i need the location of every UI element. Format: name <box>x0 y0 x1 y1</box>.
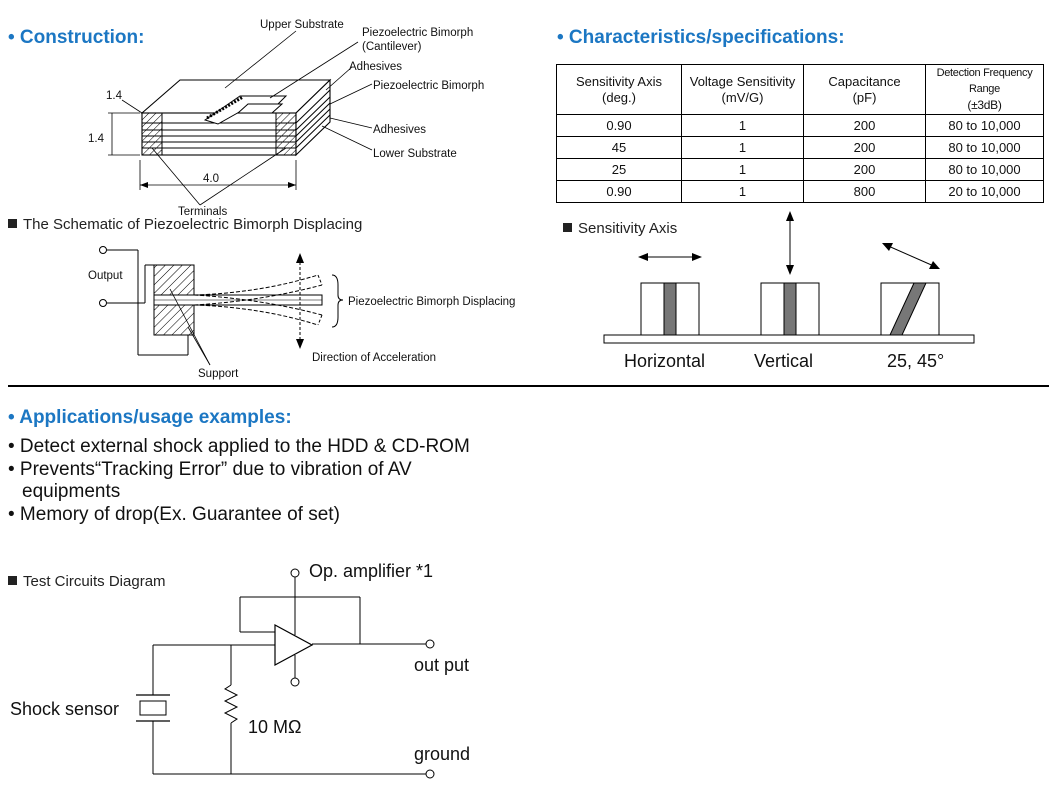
schematic-output-label: Output <box>88 270 123 282</box>
table-row: 45 1 200 80 to 10,000 <box>556 136 1044 159</box>
support-bottom <box>153 304 195 336</box>
displacing-label: Piezoelectric Bimorph Displacing <box>348 296 515 308</box>
arrow-right-icon <box>692 253 702 261</box>
terminal-right <box>275 112 297 156</box>
resistor-label: 10 MΩ <box>248 717 301 737</box>
label-upper-substrate: Upper Substrate <box>260 19 344 31</box>
applications-title: • Applications/usage examples: <box>8 407 292 428</box>
table-row: 0.90 1 200 80 to 10,000 <box>556 114 1044 137</box>
list-item: • Memory of drop(Ex. Guarantee of set) <box>8 503 340 525</box>
label-adhesives-top: Adhesives <box>349 61 402 73</box>
sensor-label: Shock sensor <box>10 699 119 719</box>
support-label: Support <box>198 368 239 380</box>
label-piezo-cantilever: Piezoelectric Bimorph <box>362 27 473 39</box>
base-plate <box>603 334 975 344</box>
specifications-table: Sensitivity Axis(deg.) Voltage Sensitivi… <box>556 64 1044 203</box>
applications-list: • Detect external shock applied to the H… <box>8 436 478 526</box>
direction-label: Direction of Acceleration <box>312 352 436 364</box>
label-terminals: Terminals <box>178 206 227 218</box>
schematic-title: The Schematic of Piezoelectric Bimorph D… <box>8 216 362 233</box>
dim-width-label: 1.4 <box>106 90 123 102</box>
arrow-diagonal-up-icon <box>882 243 893 251</box>
table-row: 0.90 1 800 20 to 10,000 <box>556 180 1044 203</box>
label-horizontal: Horizontal <box>624 351 705 371</box>
ground-terminal <box>425 769 435 779</box>
header-voltage-sensitivity: Voltage Sensitivity(mV/G) <box>681 64 804 115</box>
arrow-down-icon <box>786 265 794 275</box>
support-top <box>153 264 195 296</box>
op-amp-symbol <box>274 623 314 667</box>
schematic-diagram: Output Piezoelectric Bimorph Displacing … <box>88 246 515 380</box>
amp-ground-terminal <box>290 677 300 687</box>
characteristics-title: • Characteristics/specifications: <box>557 27 845 48</box>
table-row: 25 1 200 80 to 10,000 <box>556 158 1044 181</box>
label-vertical: Vertical <box>754 351 813 371</box>
terminal-left <box>141 112 163 156</box>
dim-length-label: 4.0 <box>203 173 219 185</box>
construction-diagram: 1.4 1.4 4.0 Upper Substrate Piezoelectri… <box>88 19 484 218</box>
amplifier-label: Op. amplifier *1 <box>309 561 433 581</box>
list-item: • Detect external shock applied to the H… <box>8 436 470 457</box>
arrow-diagonal-down-icon <box>929 261 940 269</box>
header-frequency-range: Detection Frequency Range(±3dB) <box>925 64 1044 115</box>
arrow-left-icon <box>638 253 648 261</box>
test-circuit-title: Test Circuits Diagram <box>8 573 166 590</box>
label-adhesives-bottom: Adhesives <box>373 124 426 136</box>
output-label: out put <box>414 655 469 675</box>
construction-title: • Construction: <box>8 27 145 48</box>
label-piezo-bimorph: Piezoelectric Bimorph <box>373 80 484 92</box>
section-divider <box>8 385 1049 387</box>
header-sensitivity-axis: Sensitivity Axis(deg.) <box>556 64 682 115</box>
label-angled: 25, 45° <box>887 351 944 371</box>
label-lower-substrate: Lower Substrate <box>373 148 457 160</box>
resistor-symbol <box>223 684 239 724</box>
list-item: • Prevents“Tracking Error” due to vibrat… <box>8 458 412 503</box>
bullet-square-icon <box>8 219 17 228</box>
amp-power-terminal <box>290 568 300 578</box>
arrow-up-icon <box>786 211 794 221</box>
dim-height-label: 1.4 <box>88 133 105 145</box>
table-header-row: Sensitivity Axis(deg.) Voltage Sensitivi… <box>556 64 1044 115</box>
label-cantilever: (Cantilever) <box>362 41 422 53</box>
test-circuit-diagram: Op. amplifier *1 out put ground Shock se… <box>10 561 470 779</box>
shock-sensor-symbol <box>139 700 167 716</box>
header-capacitance: Capacitance(pF) <box>803 64 926 115</box>
sensitivity-axis-diagram: Horizontal Vertical 25, 45° <box>603 211 975 371</box>
ground-label: ground <box>414 744 470 764</box>
sensitivity-axis-title: Sensitivity Axis <box>563 220 677 237</box>
output-terminal <box>425 639 435 649</box>
bullet-square-icon <box>8 576 17 585</box>
bullet-square-icon <box>563 223 572 232</box>
